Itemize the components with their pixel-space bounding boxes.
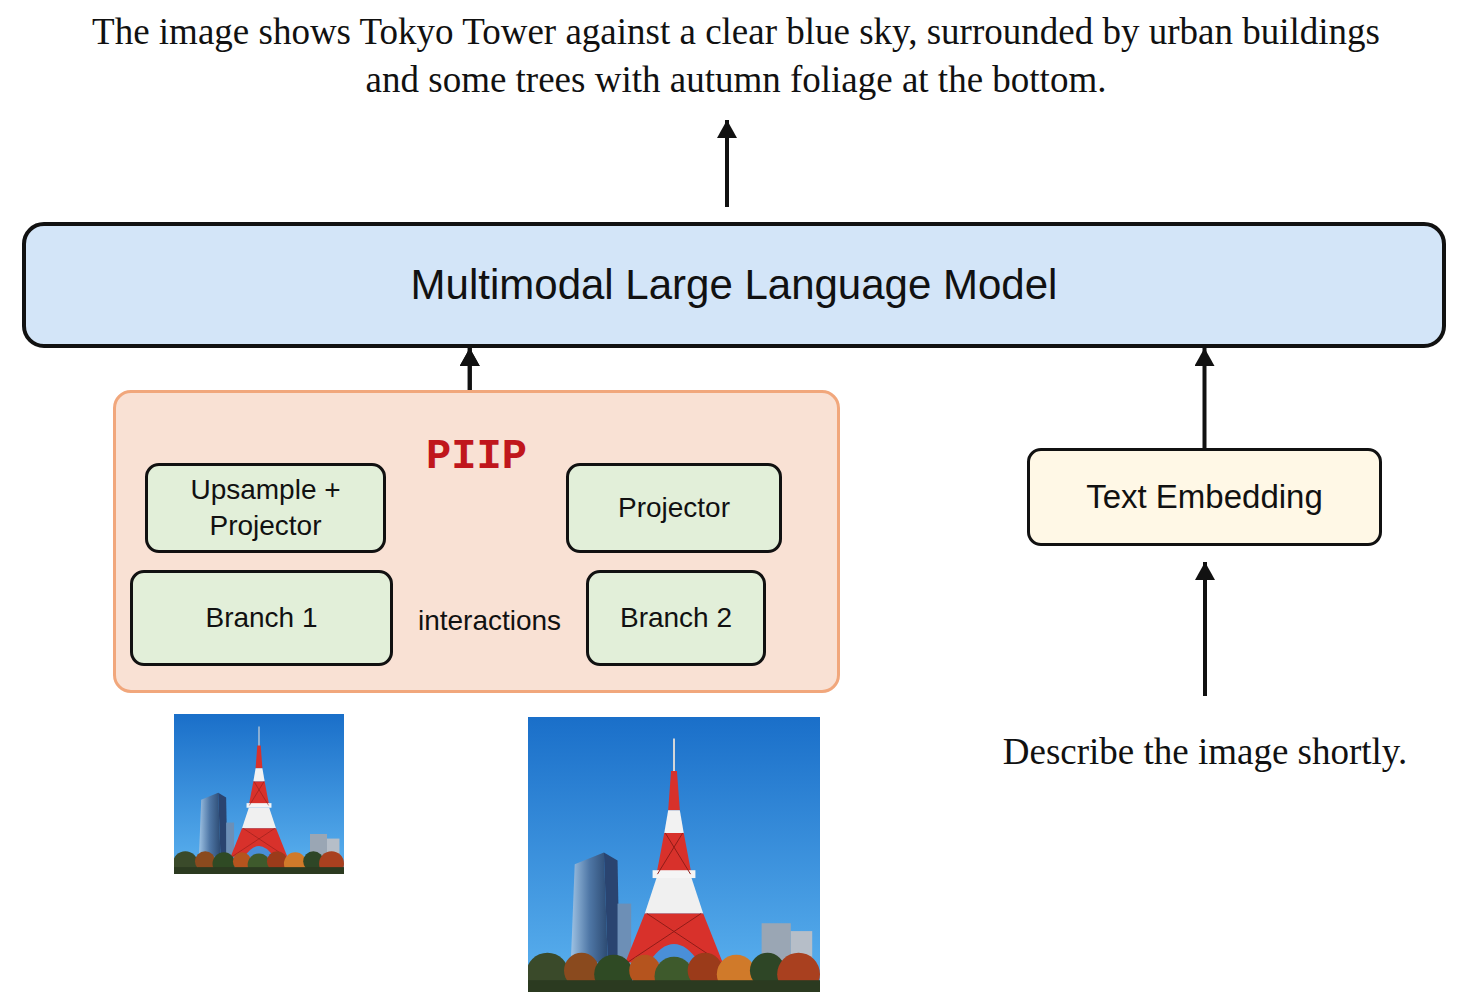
projector-box: Projector: [566, 463, 782, 553]
output-arrow: [725, 120, 729, 207]
flow-arrow: [1203, 348, 1207, 448]
box-label: Projector: [618, 490, 730, 526]
prompt-text: Describe the image shortly.: [960, 728, 1450, 776]
box-label: Branch 1: [205, 600, 317, 636]
projector-box: Upsample + Projector: [145, 463, 386, 553]
tower-photo-small: [173, 714, 344, 876]
tower-photo-large: [526, 717, 820, 996]
branch-box: Branch 2: [586, 570, 766, 666]
box-label: Multimodal Large Language Model: [411, 261, 1058, 309]
prompt-arrow: [1203, 562, 1207, 696]
model-box: Multimodal Large Language Model: [22, 222, 1446, 348]
branch-box: Branch 1: [130, 570, 393, 666]
box-label: Branch 2: [620, 600, 732, 636]
box-label: Upsample + Projector: [148, 472, 383, 544]
embedding-box: Text Embedding: [1027, 448, 1382, 546]
piip-region: PIIPUpsample + ProjectorProjectorBranch …: [113, 390, 840, 693]
box-label: Text Embedding: [1086, 478, 1323, 516]
output-text: The image shows Tokyo Tower against a cl…: [70, 8, 1402, 104]
edge-label: interactions: [415, 605, 564, 637]
